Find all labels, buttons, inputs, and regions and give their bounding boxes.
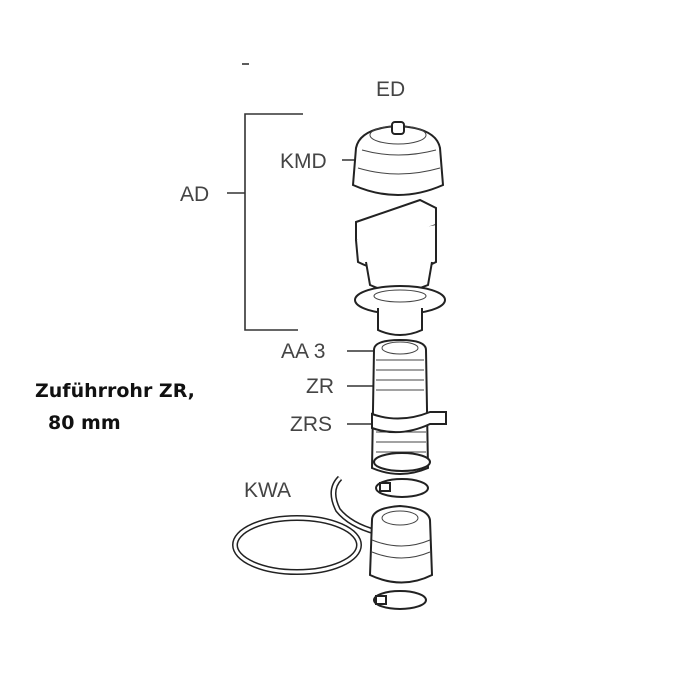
pipe-zr — [370, 338, 447, 475]
caption-line-2: 80 mm — [48, 412, 121, 434]
clamp-upper — [373, 452, 431, 498]
label-kwa: KWA — [244, 479, 291, 502]
label-zrs: ZRS — [290, 413, 332, 436]
label-ad: AD — [180, 183, 209, 206]
ad-bracket — [227, 113, 303, 331]
label-zr: ZR — [306, 375, 334, 398]
label-kmd: KMD — [280, 150, 327, 173]
clamp-lower — [373, 590, 427, 610]
cap-ed-kmd — [351, 121, 445, 196]
hose-kwa — [232, 475, 377, 575]
label-aa3: AA 3 — [281, 340, 325, 363]
sleeve-cup — [368, 504, 434, 584]
attachment-ad — [354, 198, 446, 336]
caption-line-1: Zuführrohr ZR, — [35, 380, 195, 402]
label-ed: ED — [376, 78, 405, 101]
clip-zrs — [371, 411, 447, 434]
